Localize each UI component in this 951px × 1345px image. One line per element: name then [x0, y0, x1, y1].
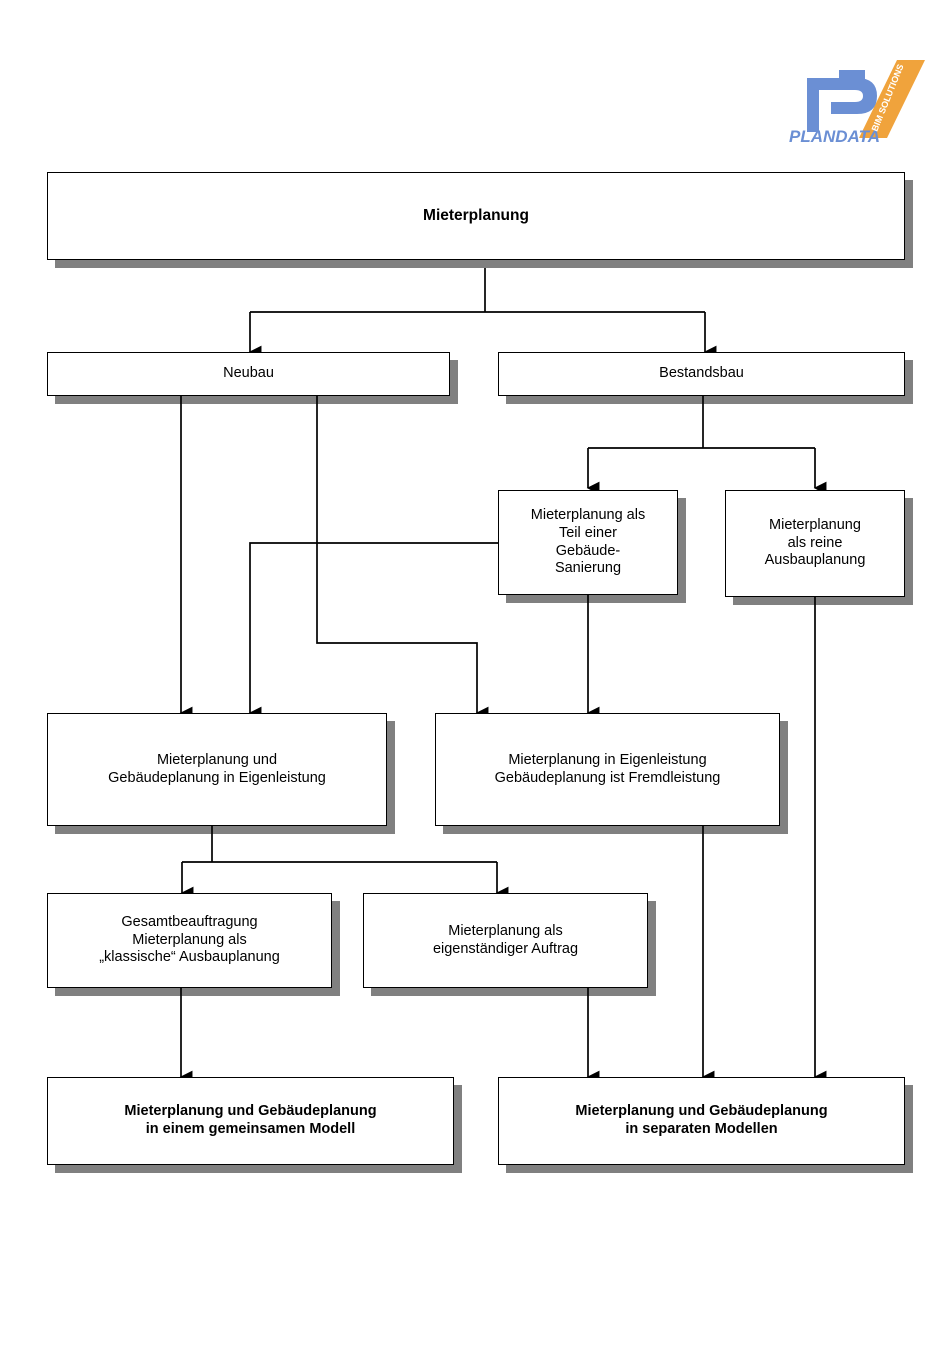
node-label: Mieterplanung [423, 207, 529, 225]
node-label: Mieterplanung als eigenständiger Auftrag [432, 922, 579, 957]
node-label: Mieterplanung als reine Ausbauplanung [764, 516, 866, 569]
node-mieterplanung[interactable]: Mieterplanung [47, 172, 905, 260]
node-label: Mieterplanung als Teil einer Gebäude- Sa… [530, 506, 646, 577]
node-label: Bestandsbau [659, 365, 744, 382]
node-label: Gesamtbeauftragung Mieterplanung als „kl… [99, 913, 280, 966]
node-mieterplanung-gebaeudeplanung-eigenleistung[interactable]: Mieterplanung und Gebäudeplanung in Eige… [47, 713, 387, 826]
node-mieterplanung-reine-ausbauplanung[interactable]: Mieterplanung als reine Ausbauplanung [725, 490, 905, 597]
node-label: Neubau [223, 365, 274, 382]
node-gesamtbeauftragung[interactable]: Gesamtbeauftragung Mieterplanung als „kl… [47, 893, 332, 988]
node-bestandsbau[interactable]: Bestandsbau [498, 352, 905, 396]
node-mieterplanung-teil-gebaeudesanierung[interactable]: Mieterplanung als Teil einer Gebäude- Sa… [498, 490, 678, 595]
logo-wordmark: PLANDATA [789, 127, 880, 146]
node-mieterplanung-eigenleistung-gebaeudeplanung-fremdleistung[interactable]: Mieterplanung in Eigenleistung Gebäudepl… [435, 713, 780, 826]
plandata-logo: PLANDATA BIM SOLUTIONS [779, 58, 931, 150]
node-label: Mieterplanung in Eigenleistung Gebäudepl… [494, 751, 721, 786]
node-eigenstaendiger-auftrag[interactable]: Mieterplanung als eigenständiger Auftrag [363, 893, 648, 988]
node-label: Mieterplanung und Gebäudeplanung in Eige… [108, 751, 326, 786]
node-label: Mieterplanung und Gebäudeplanung in sepa… [575, 1103, 828, 1137]
edge-neubau-eigenfremd [316, 396, 489, 720]
edge-sanierung-eigenbeide [248, 542, 498, 720]
node-separate-modelle[interactable]: Mieterplanung und Gebäudeplanung in sepa… [498, 1077, 905, 1165]
node-label: Mieterplanung und Gebäudeplanung in eine… [124, 1103, 377, 1137]
node-gemeinsames-modell[interactable]: Mieterplanung und Gebäudeplanung in eine… [47, 1077, 454, 1165]
node-neubau[interactable]: Neubau [47, 352, 450, 396]
